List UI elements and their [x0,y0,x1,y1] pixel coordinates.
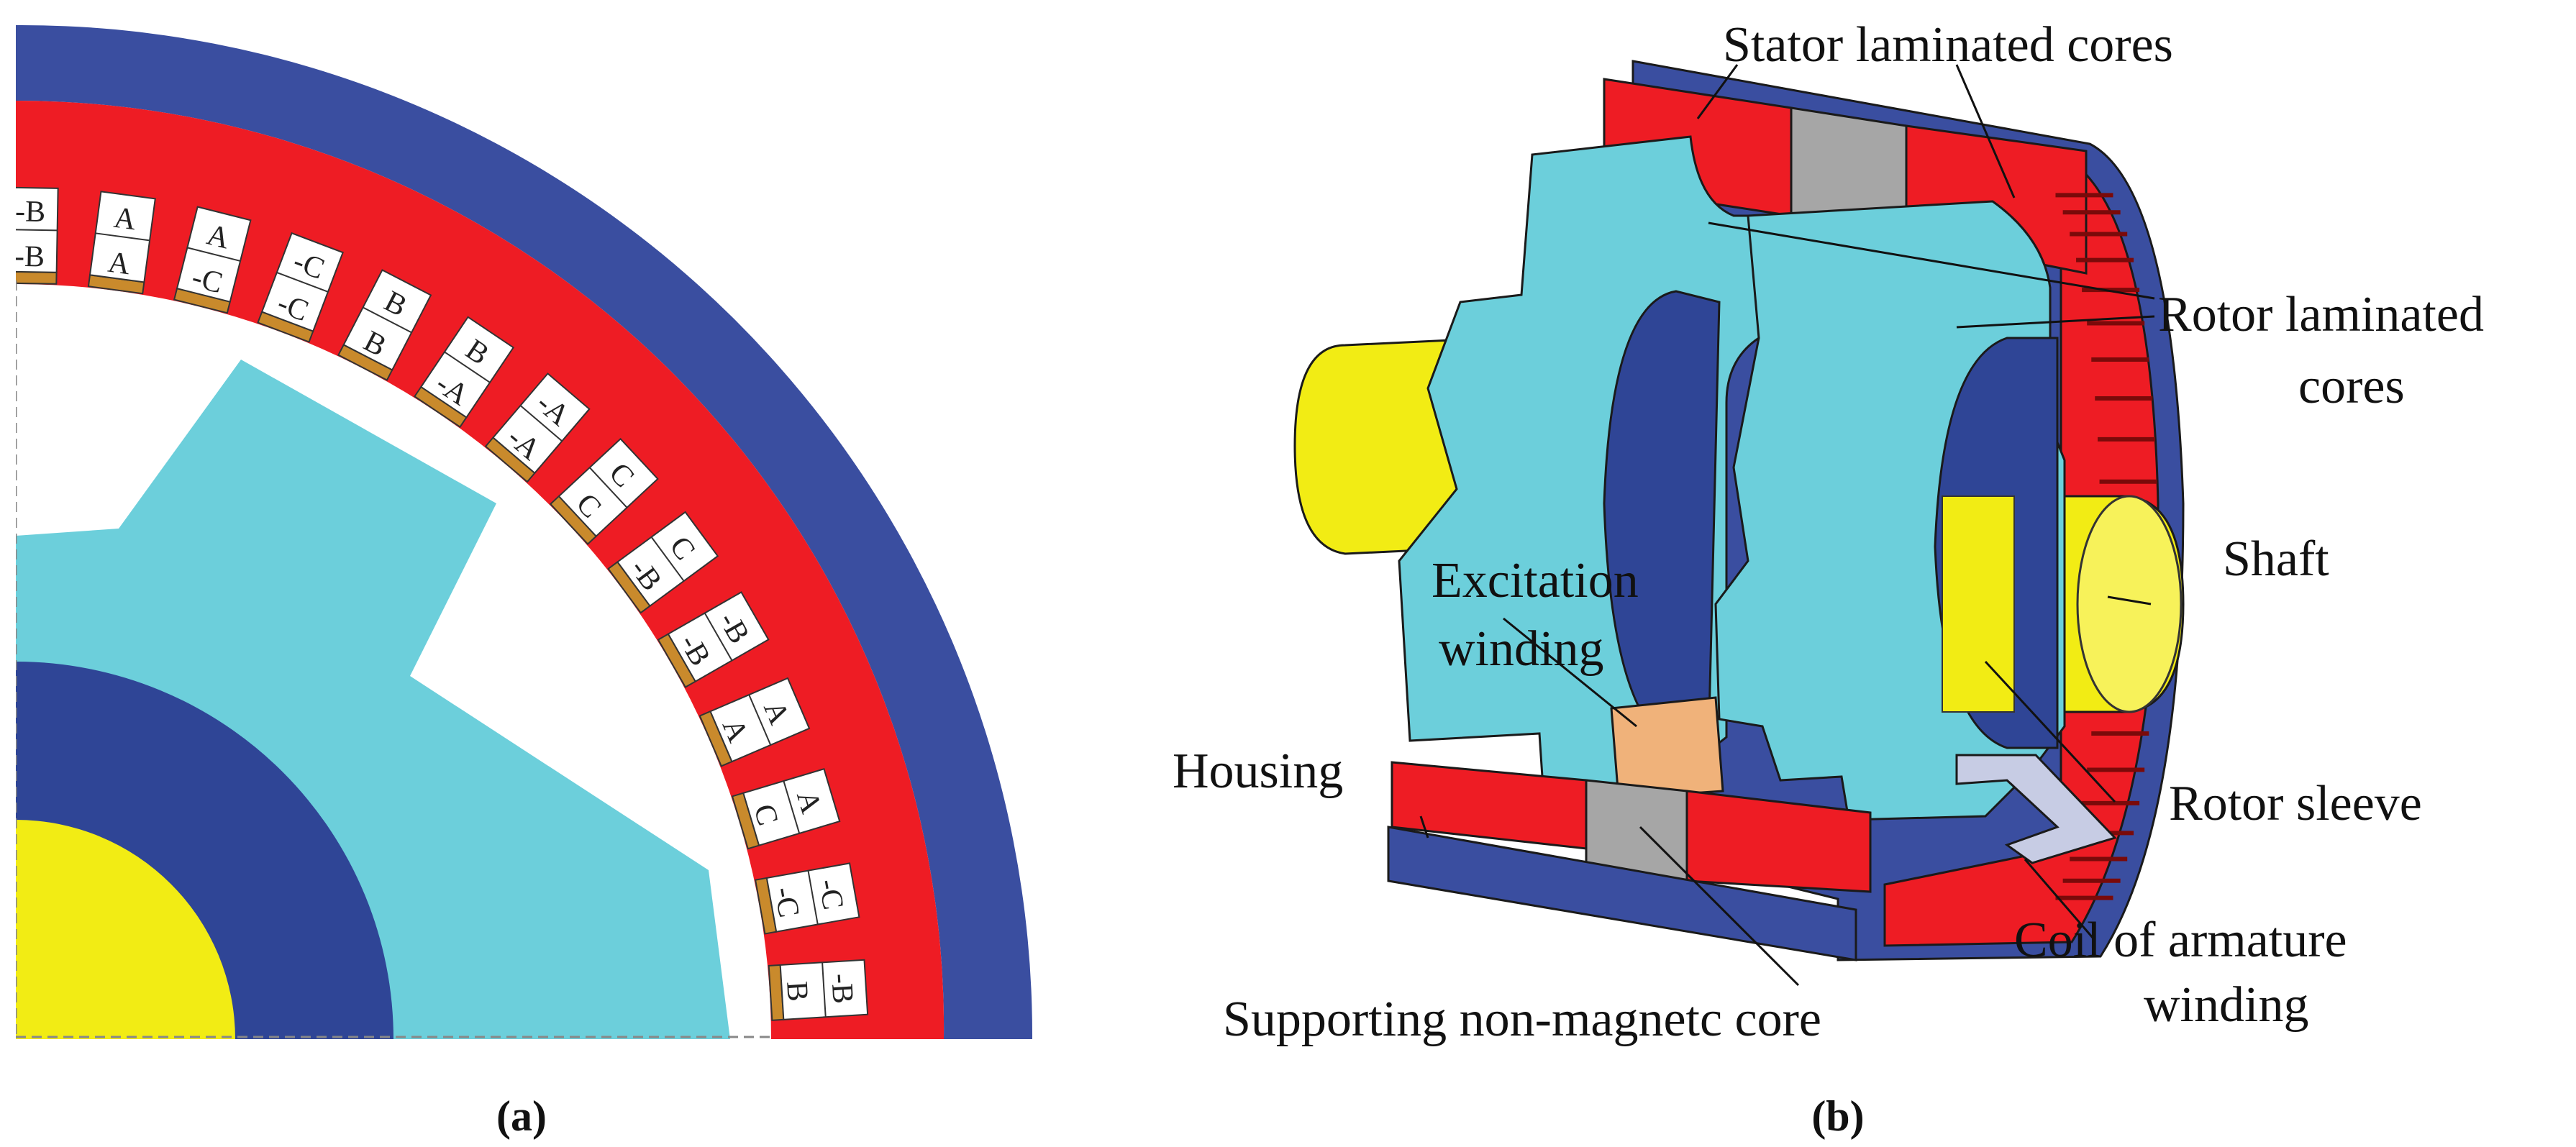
slot-divider [822,962,827,1018]
label-rotor-cores-line2: cores [2298,359,2405,414]
label-rotor-cores-line1: Rotor laminated [2158,287,2484,342]
slot-label-outer: -B [15,195,46,229]
slot-divider [95,232,150,242]
shaft-core [1942,495,2015,713]
slot: A-C [173,206,252,314]
armature-coil-loop [1955,754,2117,864]
slot-label-inner: -C [768,885,806,920]
slot-label-inner: -B [14,240,45,274]
slot: -C-C [257,232,344,343]
slot: -B B [768,959,869,1021]
panel-b-3d-view: Stator laminated cores Rotor laminated c… [1173,17,2484,1047]
label-coil-line1: Coil of armature [2014,913,2347,968]
stator-core-bottom-right [1685,790,1872,893]
leader-lines [1419,64,2155,987]
slot-divider [187,247,241,262]
caption-a: (a) [496,1092,547,1140]
label-excitation-line2: winding [1439,621,1603,677]
slot-divider [589,467,628,508]
slot-divider [650,536,685,582]
label-excitation-line1: Excitation [1432,553,1639,608]
label-shaft: Shaft [2223,531,2329,587]
shaft-end-face [2076,495,2183,713]
slot: BB [337,269,432,381]
caption-b: (b) [1811,1092,1864,1140]
slot-label-outer: A [112,201,139,237]
label-rotor-sleeve: Rotor sleeve [2169,776,2422,831]
label-housing: Housing [1173,744,1343,799]
slot: AC [731,768,841,850]
slot-divider [748,694,772,746]
slot: -C-C [754,862,860,935]
slot-divider [444,351,491,383]
slot: C-B [607,511,719,614]
slot-divider [704,613,733,661]
slot-label-outer: -B [824,972,859,1005]
label-support-core: Supporting non-magnetc core [1223,992,1821,1047]
excitation-winding [1610,696,1724,800]
slot-divider [16,229,58,232]
housing-ring [16,24,1033,1039]
slot: -B -B [14,186,59,285]
shaft [16,820,235,1039]
slot-divider [363,306,412,334]
label-stator-cores: Stator laminated cores [1723,17,2173,73]
slot: AA [87,191,156,295]
slot-divider [807,870,819,925]
slot: -A-A [484,373,591,483]
slot-label-inner: B [780,980,814,1002]
slot-label-outer: -C [811,877,850,912]
slot: AA [698,677,811,767]
slot: -B-B [657,591,770,688]
slot: B-A [414,316,515,429]
slot-divider [783,780,801,834]
slot-divider [276,271,329,293]
slot: CC [549,437,659,545]
label-coil-line2: winding [2144,977,2308,1033]
slot-divider [519,405,563,442]
slot-label-inner: A [106,246,132,282]
